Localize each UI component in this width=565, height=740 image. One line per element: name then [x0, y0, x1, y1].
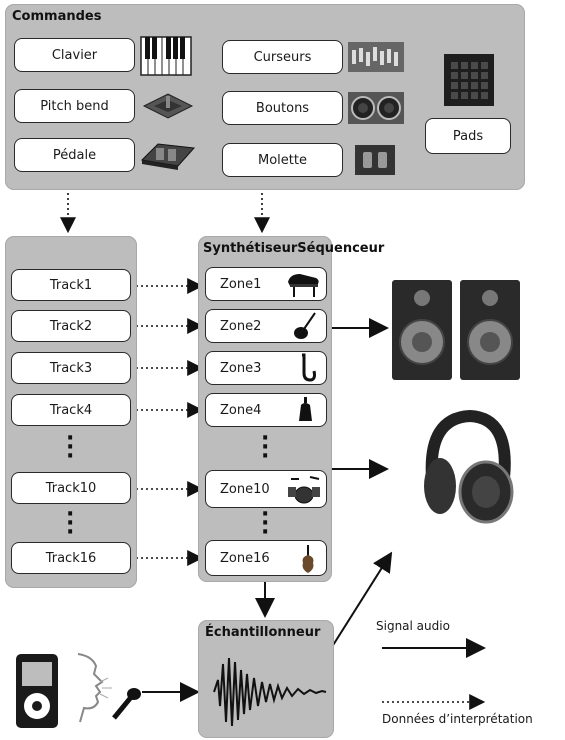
sampler-panel-title: Échantillonneur: [205, 625, 320, 640]
pitch-bend-icon: [140, 90, 196, 122]
bell-icon: [294, 395, 318, 425]
pitch-bend-control: Pitch bend: [14, 89, 135, 123]
keyboard-control: Clavier: [14, 38, 135, 72]
tracks-ellipsis: ···: [66, 510, 74, 537]
saxophone-icon: [294, 353, 318, 383]
sampler-to-headphones-arrow: [330, 555, 390, 650]
music-player-icon: [16, 654, 58, 728]
synth-panel-title: SynthétiseurSéquenceur: [203, 241, 384, 256]
wheel-icon: [355, 145, 395, 175]
wheel-control: Molette: [222, 143, 343, 177]
track-box: Track3: [11, 352, 131, 384]
track-box: Track16: [11, 542, 131, 574]
track-box: Track10: [11, 472, 131, 504]
pads-icon: [444, 54, 494, 106]
headphones-icon: [418, 408, 516, 528]
controls-panel-title: Commandes: [12, 9, 101, 24]
piano-icon: [286, 270, 322, 298]
sliders-icon: [348, 42, 404, 72]
tracks-ellipsis: ···: [66, 434, 74, 461]
zones-ellipsis: ···: [261, 434, 269, 461]
drums-icon: [285, 473, 323, 505]
speaker-icon: [460, 280, 520, 380]
legend-audio-label: Signal audio: [376, 619, 450, 633]
track-box: Track1: [11, 269, 131, 301]
waveform-icon: [210, 650, 328, 734]
voice-microphone-icon: [74, 652, 142, 736]
track-box: Track2: [11, 310, 131, 342]
pedal-control: Pédale: [14, 138, 135, 172]
guitar-icon: [292, 311, 318, 341]
speaker-icon: [392, 280, 452, 380]
track-box: Track4: [11, 394, 131, 426]
knobs-control: Boutons: [222, 91, 343, 125]
sliders-control: Curseurs: [222, 40, 343, 74]
pedal-icon: [138, 138, 198, 172]
zones-ellipsis: ···: [261, 510, 269, 537]
pads-control: Pads: [425, 118, 511, 154]
knobs-icon: [348, 92, 404, 124]
legend-performance-label: Données d’interprétation: [382, 712, 533, 726]
keyboard-icon: [140, 36, 192, 76]
violin-icon: [298, 543, 318, 575]
